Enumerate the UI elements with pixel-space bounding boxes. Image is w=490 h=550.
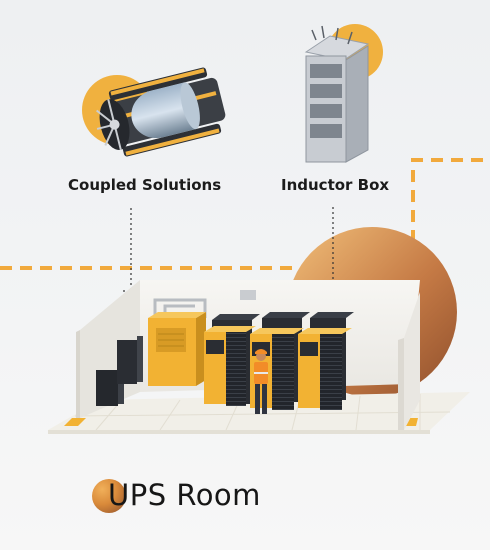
ups-room-illustration — [48, 280, 470, 434]
dashed-route-lines — [0, 158, 490, 270]
title-accent-dot — [92, 479, 126, 513]
label-coupled-solutions: Coupled Solutions — [68, 176, 222, 194]
coupled-inductor-icon — [95, 67, 226, 157]
inductor-box-cabinet-icon — [304, 25, 370, 163]
label-inductor-box: Inductor Box — [281, 176, 390, 194]
worker-figure — [254, 349, 268, 414]
ups-cabinet-1 — [204, 326, 256, 406]
section-title: UPS Room — [108, 478, 261, 512]
ups-cabinet-3 — [298, 328, 352, 410]
